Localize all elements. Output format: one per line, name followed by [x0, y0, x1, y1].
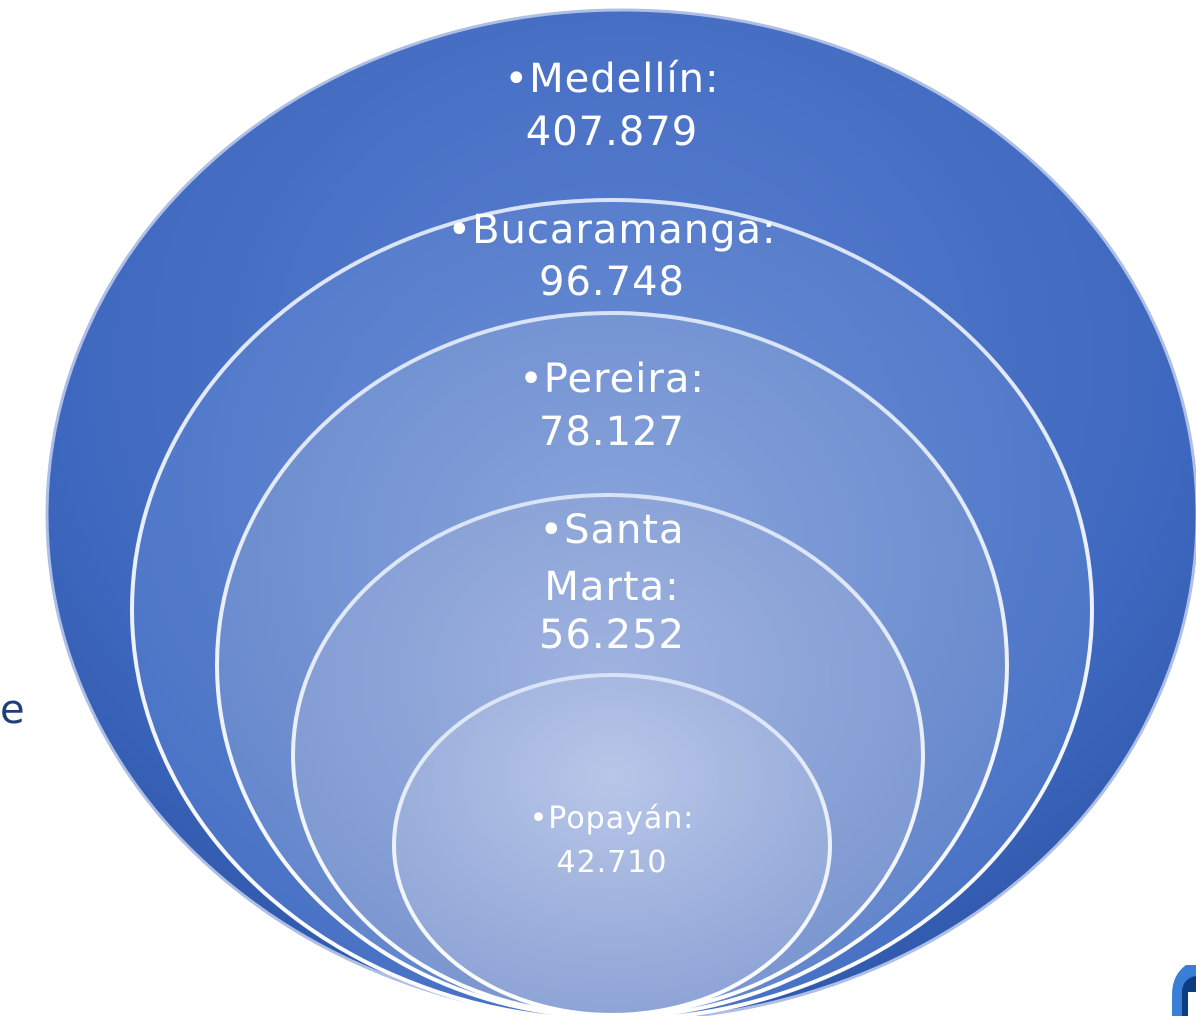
label-santa-marta-value: 56.252	[539, 612, 685, 658]
label-bucaramanga-name: •Bucaramanga:	[447, 207, 776, 253]
label-bucaramanga-value: 96.748	[539, 259, 685, 305]
label-popayan-name: •Popayán:	[530, 801, 695, 836]
label-pereira-name: •Pereira:	[519, 356, 705, 402]
left-edge-letter: e	[0, 687, 25, 733]
label-santa-marta-name: •Santa	[539, 507, 684, 553]
label-popayan-value: 42.710	[557, 845, 668, 880]
label-medellin-name: •Medellín:	[505, 56, 720, 102]
label-santa-marta-name-2: Marta:	[544, 564, 679, 610]
ring-popayan	[392, 673, 832, 1016]
logo-fragment-icon	[1172, 965, 1196, 1016]
label-pereira-value: 78.127	[539, 409, 685, 455]
label-medellin-value: 407.879	[526, 109, 698, 155]
